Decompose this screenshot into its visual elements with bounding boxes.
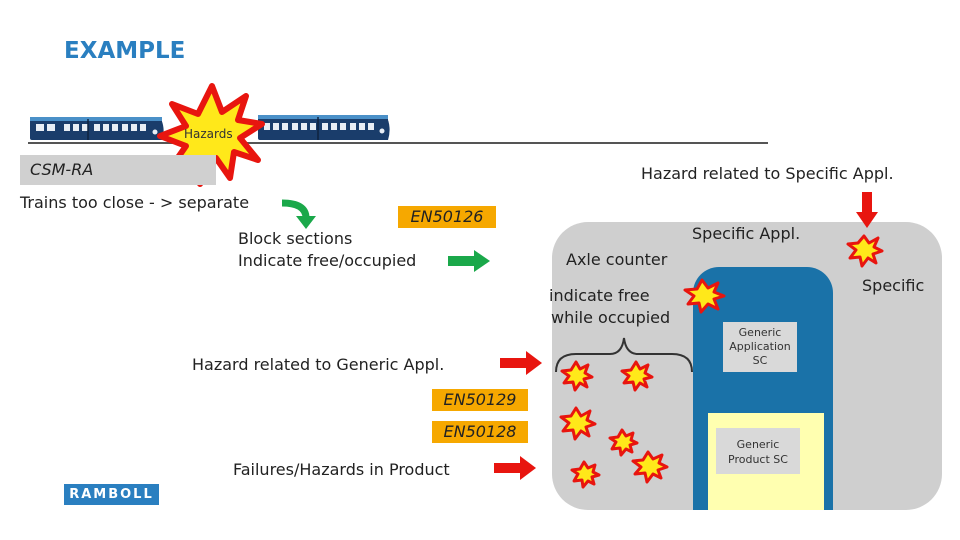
generic-application-sc-line: SC <box>752 354 768 367</box>
hazards-label: Hazards <box>184 127 233 141</box>
burst-icon <box>570 460 601 489</box>
csm-ra-label: CSM-RA <box>20 155 216 185</box>
burst-icon <box>620 360 654 392</box>
burst-icon <box>631 450 669 484</box>
left-train-icon <box>30 117 164 140</box>
right-train-icon <box>258 115 390 140</box>
burst-icon <box>560 360 594 392</box>
brace-icon <box>555 337 693 373</box>
generic-product-sc-line: Generic <box>736 438 780 451</box>
red-down-arrow-icon <box>856 192 878 228</box>
green-arrow-icon <box>448 250 490 272</box>
en50126-label: EN50126 <box>398 206 496 228</box>
burst-icon <box>559 406 597 441</box>
burst-icon <box>608 428 639 457</box>
block-sections-text: Block sections <box>238 229 353 248</box>
red-right-arrow-icon <box>500 351 542 375</box>
generic-application-sc-box: Generic Application SC <box>723 322 797 372</box>
while-occupied-text: while occupied <box>551 308 671 327</box>
hazard-generic-text: Hazard related to Generic Appl. <box>192 355 445 374</box>
specific-text: Specific <box>862 276 925 295</box>
ramboll-logo: RAMBOLL <box>64 484 159 505</box>
failures-hazards-text: Failures/Hazards in Product <box>233 460 450 479</box>
generic-application-sc-line: Generic <box>738 326 782 339</box>
generic-application-sc-line: Application <box>729 340 791 353</box>
indicate-free-occupied-text: Indicate free/occupied <box>238 251 417 270</box>
burst-icon <box>683 278 726 314</box>
green-curved-arrow-icon <box>281 199 310 219</box>
page-title: EXAMPLE <box>64 38 186 64</box>
en50129-label: EN50129 <box>432 389 528 411</box>
hazard-specific-text: Hazard related to Specific Appl. <box>641 164 894 183</box>
generic-product-sc-line: Product SC <box>728 453 788 466</box>
en50128-label: EN50128 <box>432 421 528 443</box>
red-right-arrow-icon <box>494 456 536 480</box>
indicate-free-text: indicate free <box>549 286 650 305</box>
axle-counter-text: Axle counter <box>566 250 668 269</box>
generic-product-sc-box: Generic Product SC <box>716 428 800 474</box>
burst-icon <box>846 234 884 268</box>
specific-appl-text: Specific Appl. <box>692 224 801 243</box>
trains-too-close-text: Trains too close - > separate <box>20 193 250 212</box>
